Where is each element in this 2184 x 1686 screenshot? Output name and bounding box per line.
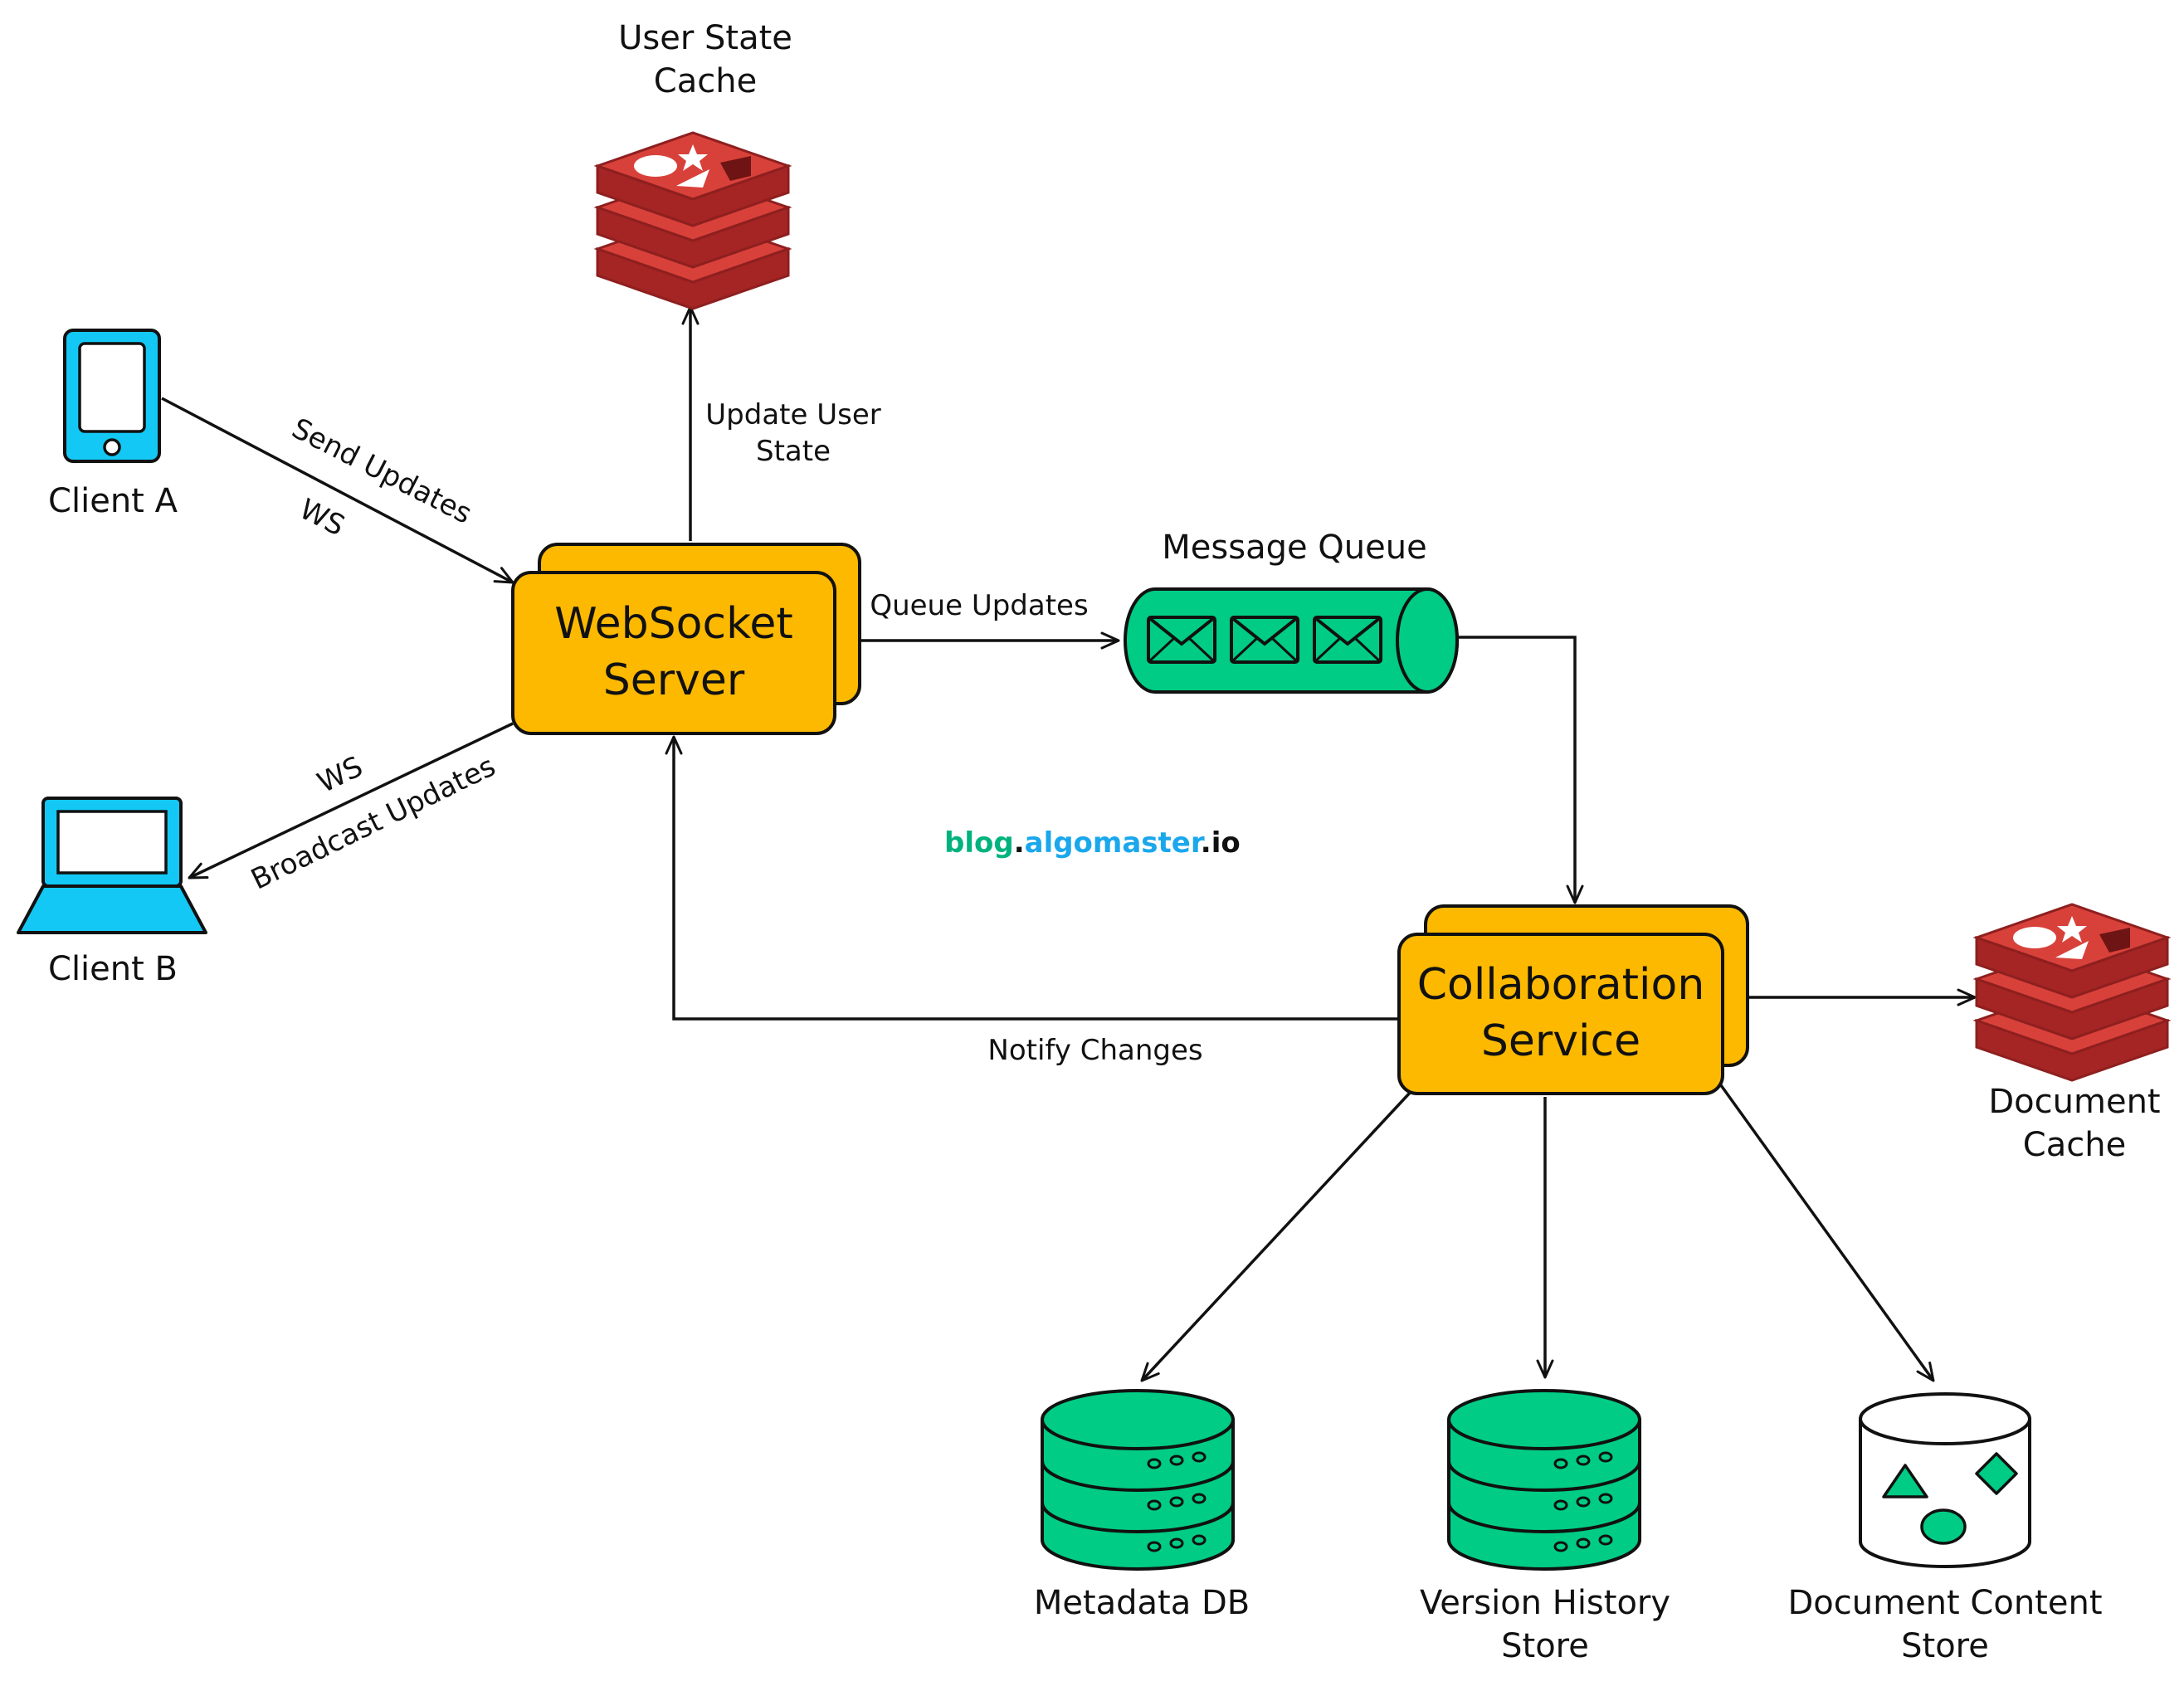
edge-message-queue-to-collaboration: [1457, 636, 1584, 904]
watermark-dot2: .: [1200, 826, 1211, 860]
message-queue-icon: [1124, 587, 1459, 694]
version-history-store-label: Version History Store: [1419, 1584, 1671, 1665]
edge-collaboration-to-websocket: [665, 735, 1399, 1021]
websocket-server-label: WebSocket Server: [554, 599, 793, 705]
edge-websocket-to-client-b: [188, 722, 514, 880]
collaboration-service-box: [1397, 904, 1749, 1095]
queue-updates-label: Queue Updates: [870, 589, 1089, 622]
notify-changes-label: Notify Changes: [987, 1034, 1203, 1067]
mobile-phone-icon: [63, 329, 161, 463]
edge-collaboration-to-document-content: [1719, 1084, 1935, 1382]
database-icon: [1041, 1389, 1235, 1571]
object-store-icon: [1859, 1392, 2031, 1568]
watermark-part3: io: [1211, 826, 1241, 860]
redis-cache-icon: [1977, 904, 2167, 1080]
update-user-state-label: Update User State: [705, 398, 881, 469]
document-content-store-label: Document Content Store: [1787, 1584, 2103, 1665]
watermark-part2: algomaster: [1024, 826, 1201, 860]
watermark-part1: blog: [944, 826, 1014, 860]
client-a-label: Client A: [48, 482, 178, 520]
client-b-label: Client B: [48, 950, 178, 988]
edge-client-a-to-websocket: [161, 397, 514, 584]
document-cache-label: Document Cache: [1988, 1083, 2161, 1164]
websocket-server-box: [511, 543, 861, 735]
user-state-cache-label: User State Cache: [618, 19, 792, 100]
metadata-db-label: Metadata DB: [1033, 1584, 1250, 1622]
watermark-dot1: .: [1013, 826, 1025, 860]
laptop-icon: [17, 797, 207, 934]
edge-collaboration-to-metadata-db: [1140, 1090, 1412, 1382]
watermark: blog.algomaster.io: [944, 826, 1241, 860]
database-icon: [1447, 1389, 1641, 1571]
collaboration-service-label: Collaboration Service: [1416, 960, 1705, 1066]
message-queue-label: Message Queue: [1162, 529, 1427, 567]
redis-cache-icon: [597, 133, 788, 309]
